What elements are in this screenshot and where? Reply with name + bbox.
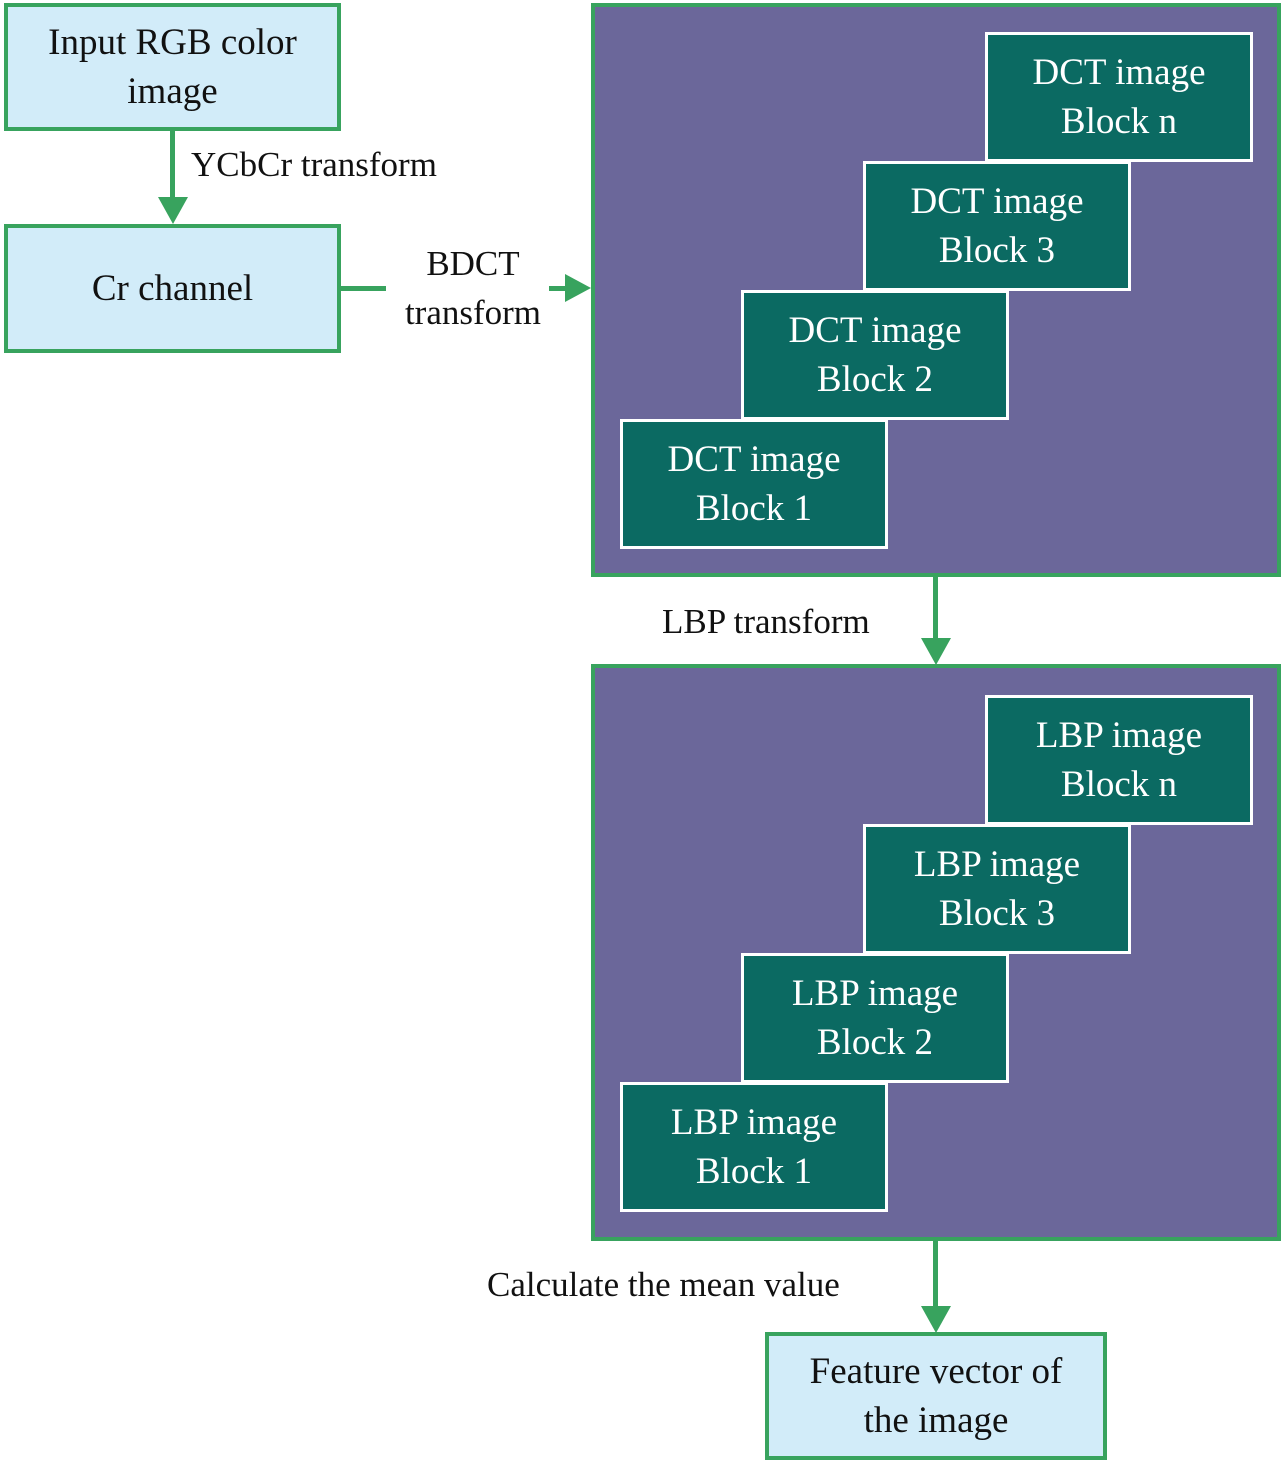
lbp-block-3-label: LBP image Block 3 (913, 844, 1081, 934)
node-feature-vector: Feature vector of the image (765, 1332, 1107, 1460)
bdct-arrowhead-icon (565, 274, 591, 302)
edge-label-mean: Calculate the mean value (487, 1265, 840, 1304)
dct-block-1: DCT image Block 1 (620, 419, 888, 549)
edge-label-lbp: LBP transform (662, 602, 870, 641)
bdct-line-left (341, 286, 386, 291)
lbp-block-2: LBP image Block 2 (741, 953, 1009, 1083)
edge-label-bdct: BDCT transform (404, 244, 542, 332)
lbp-block-1-label: LBP image Block 1 (670, 1102, 838, 1192)
lbp-block-3: LBP image Block 3 (863, 824, 1131, 954)
dct-block-1-label: DCT image Block 1 (667, 439, 841, 529)
mean-arrowhead-icon (921, 1306, 951, 1333)
edge-label-ycbcr: YCbCr transform (191, 145, 437, 184)
bdct-line-right (549, 286, 569, 291)
node-input-rgb-label: Input RGB color image (48, 22, 297, 112)
lbp-panel: LBP image Block 1 LBP image Block 2 LBP … (591, 664, 1281, 1241)
ycbcr-arrowhead-icon (158, 197, 188, 224)
node-cr-channel-label: Cr channel (91, 268, 254, 309)
mean-arrow-line (933, 1241, 938, 1307)
lbp-block-n: LBP image Block n (985, 695, 1253, 825)
dct-block-n: DCT image Block n (985, 32, 1253, 162)
ycbcr-arrow-line (170, 131, 175, 197)
lbp-arrowhead-icon (921, 638, 951, 665)
dct-block-3-label: DCT image Block 3 (910, 181, 1084, 271)
lbp-block-n-label: LBP image Block n (1035, 715, 1203, 805)
dct-block-3: DCT image Block 3 (863, 161, 1131, 291)
dct-block-2-label: DCT image Block 2 (788, 310, 962, 400)
node-cr-channel: Cr channel (4, 224, 341, 353)
node-feature-vector-label: Feature vector of the image (809, 1351, 1063, 1441)
node-input-rgb: Input RGB color image (4, 3, 341, 131)
lbp-block-1: LBP image Block 1 (620, 1082, 888, 1212)
lbp-arrow-line (933, 577, 938, 639)
dct-block-2: DCT image Block 2 (741, 290, 1009, 420)
lbp-block-2-label: LBP image Block 2 (791, 973, 959, 1063)
dct-panel: DCT image Block 1 DCT image Block 2 DCT … (591, 3, 1281, 577)
dct-block-n-label: DCT image Block n (1032, 52, 1206, 142)
